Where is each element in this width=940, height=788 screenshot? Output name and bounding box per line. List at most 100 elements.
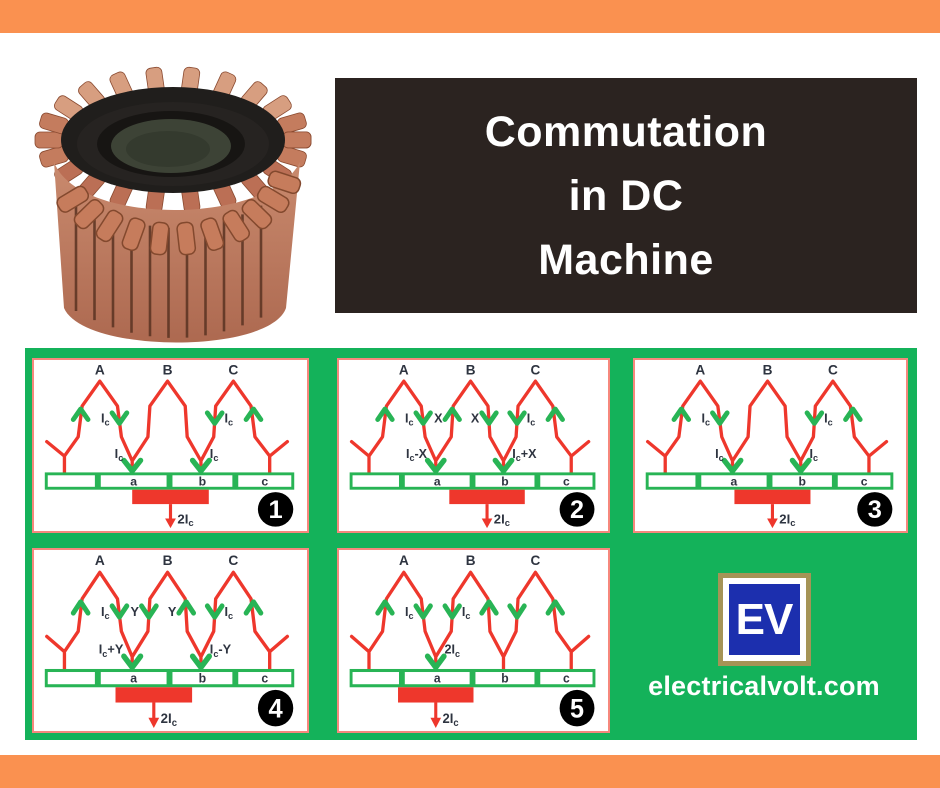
current-arrow-down xyxy=(804,410,825,426)
commutator-riser xyxy=(95,209,124,243)
junction-arrow xyxy=(189,653,212,671)
commutator-photo xyxy=(34,66,312,343)
current-label: 2Ic xyxy=(444,641,460,658)
coil-label: A xyxy=(695,362,705,377)
current-arrow-down xyxy=(507,410,527,426)
coil-label: C xyxy=(531,362,541,377)
segment-label: b xyxy=(501,474,508,488)
commutator-segment xyxy=(172,672,233,685)
current-label: Ic xyxy=(101,604,110,621)
current-arrow-up xyxy=(243,406,264,422)
commutator-segment xyxy=(837,475,891,487)
commutator-segment xyxy=(352,475,399,487)
brush-arrowhead xyxy=(430,717,442,728)
current-arrow-up xyxy=(671,406,692,422)
coil-label: B xyxy=(163,552,173,568)
current-arrow-up xyxy=(70,599,91,616)
commutator-segment xyxy=(404,475,470,487)
segment-label: a xyxy=(731,474,738,488)
brush xyxy=(449,489,525,505)
current-label: Ic+X xyxy=(512,447,537,463)
current-arrow-down xyxy=(442,603,462,620)
segment-label: a xyxy=(434,671,441,685)
coil-label: C xyxy=(228,552,238,568)
segment-label: c xyxy=(261,474,268,488)
current-arrow-down xyxy=(710,410,730,426)
brush-current-label: 2Ic xyxy=(177,511,193,529)
current-label: Ic xyxy=(225,412,234,428)
current-label: Ic xyxy=(405,604,414,621)
title-line-2: in DC xyxy=(568,171,684,220)
title-box: Commutation in DC Machine xyxy=(335,78,917,313)
current-arrow-up xyxy=(545,599,565,616)
current-label: X xyxy=(471,411,480,425)
current-arrow-up xyxy=(545,406,565,422)
step-number: 5 xyxy=(570,695,584,724)
commutator-segment xyxy=(352,672,399,685)
commutator-riser xyxy=(241,199,273,230)
commutator-segment xyxy=(404,672,470,685)
coil-label: C xyxy=(228,363,238,378)
brush-current-label: 2Ic xyxy=(494,511,510,528)
segment-label: a xyxy=(130,672,138,686)
segment-label: c xyxy=(861,474,868,488)
current-label: Y xyxy=(168,604,177,619)
current-label: Y xyxy=(131,604,140,619)
commutator-riser xyxy=(73,198,105,230)
segment-label: c xyxy=(261,672,268,686)
step-number: 2 xyxy=(570,496,584,524)
segment-label: c xyxy=(563,474,570,488)
segment-label: b xyxy=(501,671,509,685)
current-arrow-up xyxy=(243,599,264,616)
brush xyxy=(734,489,811,505)
junction-arrow xyxy=(492,457,515,474)
commutator-riser xyxy=(121,217,146,252)
commutator-riser xyxy=(56,185,90,213)
current-label: Ic+Y xyxy=(99,642,124,659)
coil-label: B xyxy=(466,552,476,568)
commutator-segment xyxy=(238,475,292,487)
junction-arrow xyxy=(721,457,744,474)
brush-arrowhead xyxy=(148,717,160,728)
current-label: Ic xyxy=(715,447,724,463)
current-label: Ic xyxy=(462,604,471,621)
current-label: Ic xyxy=(824,412,833,428)
brush-arrowhead xyxy=(165,518,176,529)
coil-label: C xyxy=(531,552,541,568)
step-badge xyxy=(257,689,294,727)
current-arrow-down xyxy=(204,410,225,426)
commutator-riser xyxy=(267,170,302,195)
current-arrow-down xyxy=(109,603,130,620)
coil-wave xyxy=(349,570,591,671)
segment-label: c xyxy=(563,671,570,685)
step-number: 4 xyxy=(268,693,283,724)
segment-label: b xyxy=(199,474,207,488)
commutator-segment xyxy=(475,475,535,487)
commutator-segment xyxy=(47,672,95,685)
commutator-riser xyxy=(176,221,197,256)
segment-label: b xyxy=(199,672,207,686)
junction-arrow xyxy=(424,457,447,474)
bottom-accent-bar xyxy=(0,755,940,788)
current-label: Ic xyxy=(527,411,536,427)
step-number: 3 xyxy=(868,496,882,524)
current-label: Ic-Y xyxy=(210,642,232,659)
junction-arrow xyxy=(789,457,812,474)
commutator-riser xyxy=(256,185,290,214)
segment-label: b xyxy=(798,474,805,488)
brush xyxy=(115,687,193,703)
coil-label: B xyxy=(163,363,173,378)
current-label: Ic xyxy=(225,604,234,621)
current-label: Ic xyxy=(115,447,124,463)
brush xyxy=(398,687,474,703)
current-label: Ic-X xyxy=(406,447,428,463)
current-arrow-up xyxy=(479,599,499,616)
